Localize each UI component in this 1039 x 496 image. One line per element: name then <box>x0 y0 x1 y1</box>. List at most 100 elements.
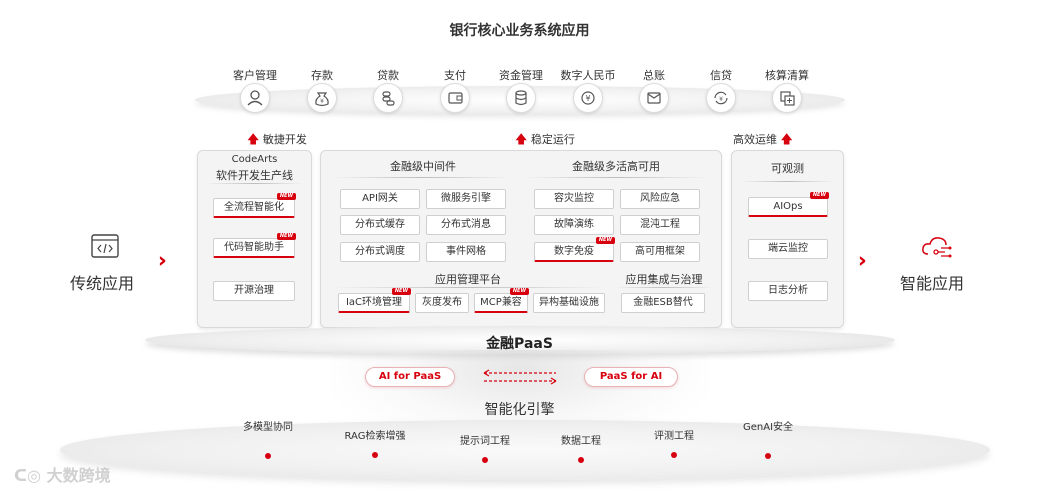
middleware-item[interactable]: 分布式调度 <box>340 242 420 262</box>
service-label: 存款 <box>311 69 333 82</box>
ai-for-paas-pill[interactable]: AI for PaaS <box>365 367 455 387</box>
svg-text:¥: ¥ <box>320 98 324 105</box>
user-icon <box>240 83 270 113</box>
chip-label: 微服务引擎 <box>441 193 491 204</box>
integration-item[interactable]: 金融ESB替代 <box>621 293 705 313</box>
observability-item[interactable]: 日志分析 <box>748 281 828 301</box>
new-badge: NEW <box>809 192 829 199</box>
service-label: 贷款 <box>377 69 399 82</box>
ha-item[interactable]: 风险应急 <box>620 189 700 209</box>
middleware-item[interactable]: 微服务引擎 <box>426 189 506 209</box>
engine-item[interactable]: RAG检索增强 <box>325 427 425 458</box>
stable-caption: 🡅 稳定运行 <box>515 130 575 151</box>
middleware-item[interactable]: 事件网格 <box>426 242 506 262</box>
engine-item[interactable]: 数据工程 <box>531 432 631 463</box>
service-item-customer[interactable]: 客户管理 <box>220 67 290 113</box>
service-label: 客户管理 <box>233 69 277 82</box>
ha-item[interactable]: 高可用框架 <box>620 242 700 262</box>
chip-label: 灰度发布 <box>422 297 462 308</box>
divider <box>740 181 835 182</box>
divider <box>333 177 511 178</box>
up-arrow-icon: 🡅 <box>515 132 528 146</box>
paas-for-ai-pill[interactable]: PaaS for AI <box>584 367 678 387</box>
ha-item[interactable]: 故障演练 <box>534 215 614 235</box>
chip-label: API网关 <box>362 193 398 204</box>
agile-caption: 🡅 敏捷开发 <box>247 130 307 151</box>
app-mgmt-item[interactable]: 异构基础设施 <box>533 293 605 313</box>
service-item-deposit[interactable]: 存款 ¥ <box>287 67 357 113</box>
engine-item[interactable]: GenAI安全 <box>718 418 818 459</box>
observability-title: 可观测 <box>771 162 804 175</box>
ha-item[interactable]: 混沌工程 <box>620 215 700 235</box>
red-dot-icon <box>765 453 771 459</box>
svg-text:¥: ¥ <box>585 94 590 103</box>
new-badge: NEW <box>276 233 296 240</box>
service-item-settlement[interactable]: 核算清算 <box>752 67 822 113</box>
app-mgmt-item[interactable]: MCP兼容 NEW <box>474 288 529 313</box>
red-dot-icon <box>482 457 488 463</box>
service-label: 支付 <box>444 69 466 82</box>
service-label: 数字人民币 <box>560 69 616 82</box>
efficient-caption: 高效运维 🡅 <box>733 130 793 151</box>
chip-label: 全流程智能化 <box>224 202 284 213</box>
ledger-icon <box>639 83 669 113</box>
watermark-logo-icon: ᑕ◎ <box>14 466 42 485</box>
codearts-subtitle: 软件开发生产线 <box>216 169 293 182</box>
svg-text:¥: ¥ <box>719 96 723 103</box>
chip-label: 日志分析 <box>768 285 808 296</box>
service-label: 资金管理 <box>499 69 543 82</box>
service-label: 总账 <box>643 69 665 82</box>
engine-item-label: GenAI安全 <box>742 422 794 433</box>
app-mgmt-item[interactable]: 灰度发布 <box>415 293 469 313</box>
middleware-title: 金融级中间件 <box>390 160 456 173</box>
red-dot-icon <box>265 453 271 459</box>
middleware-item[interactable]: API网关 <box>340 189 420 209</box>
chip-label: 开源治理 <box>234 285 274 296</box>
credit-cycle-icon: ¥ <box>706 83 736 113</box>
chip-label: 异构基础设施 <box>539 297 599 308</box>
observability-item[interactable]: 端云监控 <box>748 239 828 259</box>
service-item-treasury[interactable]: 资金管理 <box>486 67 556 113</box>
red-dot-icon <box>578 457 584 463</box>
engine-item-label: 评测工程 <box>654 431 694 442</box>
engine-item[interactable]: 评测工程 <box>624 427 724 458</box>
service-item-credit[interactable]: 信贷 ¥ <box>686 67 756 113</box>
service-label: 信贷 <box>710 69 732 82</box>
new-badge: NEW <box>276 193 296 200</box>
codearts-item[interactable]: 开源治理 <box>213 281 295 301</box>
integration-title: 应用集成与治理 <box>625 273 703 286</box>
service-item-ledger[interactable]: 总账 <box>619 67 689 113</box>
codearts-panel: CodeArts 软件开发生产线 全流程智能化 NEW 代码智能助手 NEW 开… <box>197 150 312 328</box>
observability-item[interactable]: AIOps NEW <box>748 192 829 217</box>
service-item-loan[interactable]: 贷款 <box>353 67 423 113</box>
chip-label: AIOps <box>773 201 803 212</box>
chip-label: 故障演练 <box>554 219 594 230</box>
chip-label: 混沌工程 <box>640 219 680 230</box>
divider <box>615 287 713 288</box>
ha-item[interactable]: 容灾监控 <box>534 189 614 209</box>
divider <box>206 183 303 184</box>
engine-item[interactable]: 多模型协同 <box>218 418 318 459</box>
middleware-item[interactable]: 分布式缓存 <box>340 215 420 235</box>
engine-item-label: 提示词工程 <box>460 436 510 447</box>
new-badge: NEW <box>509 288 529 295</box>
codearts-item[interactable]: 全流程智能化 NEW <box>213 193 296 218</box>
codearts-item[interactable]: 代码智能助手 NEW <box>213 233 296 258</box>
up-arrow-icon: 🡅 <box>247 132 260 146</box>
chip-label: 容灾监控 <box>554 193 594 204</box>
service-item-ecny[interactable]: 数字人民币 ¥ <box>553 67 623 113</box>
middleware-item[interactable]: 分布式消息 <box>426 215 506 235</box>
watermark: ᑕ◎ 大数跨境 <box>14 462 111 486</box>
ha-item[interactable]: 数字免疫 NEW <box>534 237 615 262</box>
ha-title: 金融级多活高可用 <box>572 160 660 173</box>
page-title: 银行核心业务系统应用 <box>449 23 590 39</box>
app-mgmt-item[interactable]: IaC环境管理 NEW <box>338 288 411 313</box>
watermark-text: 大数跨境 <box>46 466 111 485</box>
engine-item[interactable]: 提示词工程 <box>435 432 535 463</box>
service-item-payment[interactable]: 支付 <box>420 67 490 113</box>
chip-label: 分布式消息 <box>441 219 491 230</box>
chip-label: 端云监控 <box>768 243 808 254</box>
engine-item-label: 数据工程 <box>561 436 601 447</box>
chip-label: 事件网格 <box>446 246 486 257</box>
caption-text: 高效运维 <box>733 133 777 146</box>
